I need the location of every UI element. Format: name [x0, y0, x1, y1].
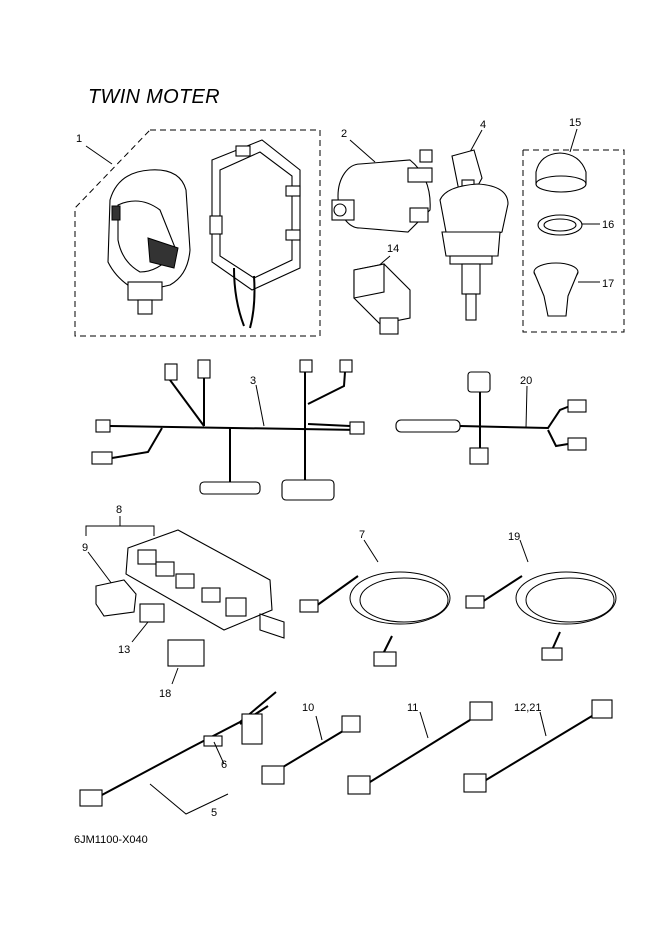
- drawing-code: 6JM1100-X040: [74, 834, 148, 846]
- callout-labels: 1 2 3 4 5 6 7 8 9 10 11 12,21 13 14 15 1…: [76, 117, 614, 819]
- callout-18: 18: [159, 688, 171, 700]
- part-3-harness: [91, 359, 365, 501]
- callout-5: 5: [211, 807, 217, 819]
- diagram-title: TWIN MOTER: [88, 86, 220, 108]
- callout-4: 4: [480, 119, 486, 131]
- callout-9: 9: [82, 542, 88, 554]
- callout-10: 10: [302, 702, 314, 714]
- part-12-21-adapter: [463, 699, 613, 793]
- callout-16: 16: [602, 219, 614, 231]
- part-5-6-harness: [79, 691, 277, 815]
- part-15-17-group: [522, 128, 625, 333]
- callout-6: 6: [221, 759, 227, 771]
- callout-2: 2: [341, 128, 347, 140]
- callout-11: 11: [407, 702, 418, 714]
- callout-14: 14: [387, 243, 399, 255]
- callout-15: 15: [569, 117, 581, 129]
- part-8-relay-block: [85, 516, 285, 685]
- part-14-module: [353, 255, 411, 335]
- callout-7: 7: [359, 529, 365, 541]
- part-11-adapter: [347, 701, 493, 795]
- part-7-cable: [299, 539, 451, 667]
- callout-1: 1: [76, 133, 82, 145]
- part-20-harness: [395, 371, 587, 465]
- part-19-cable: [465, 539, 617, 661]
- part-10-adapter: [261, 715, 361, 785]
- callout-19: 19: [508, 531, 520, 543]
- callout-3: 3: [250, 375, 256, 387]
- part-1-group: [74, 129, 321, 337]
- part-2-main-switch: [331, 139, 433, 233]
- callout-13: 13: [118, 644, 130, 656]
- part-4-joystick: [439, 129, 509, 321]
- callout-20: 20: [520, 375, 532, 387]
- callout-17: 17: [602, 278, 614, 290]
- callout-8: 8: [116, 504, 122, 516]
- callout-12-21: 12,21: [514, 702, 542, 714]
